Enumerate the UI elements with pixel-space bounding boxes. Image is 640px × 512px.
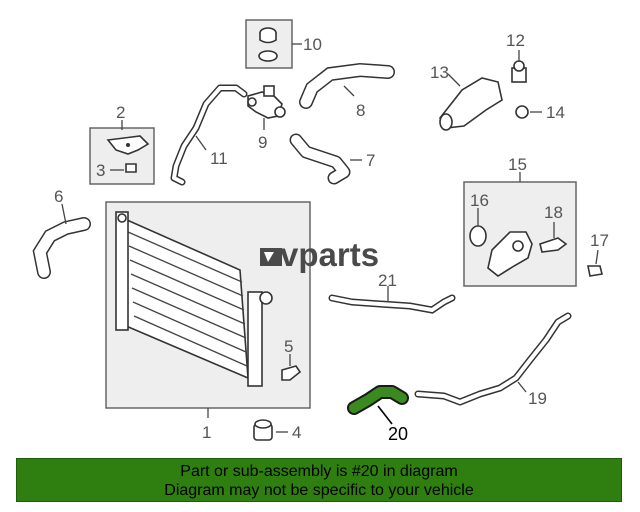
callout-3: 3 <box>96 161 105 180</box>
part-2-bracket[interactable]: 2 3 <box>89 103 155 185</box>
callout-17: 17 <box>590 231 609 250</box>
part-7-hose[interactable]: 7 <box>289 133 375 185</box>
callout-19: 19 <box>528 389 547 408</box>
part-12-sensor[interactable]: 12 <box>506 31 527 83</box>
callout-4: 4 <box>292 423 301 442</box>
part-4-mount[interactable]: 4 <box>253 419 301 442</box>
callout-15: 15 <box>508 155 527 174</box>
part-5-drain-plug[interactable]: 5 <box>281 337 302 381</box>
banner-line-1: Part or sub-assembly is #20 in diagram <box>180 463 458 480</box>
callout-18: 18 <box>544 203 563 222</box>
watermark-logo: vparts <box>260 236 379 273</box>
callout-11: 11 <box>210 149 228 168</box>
callout-8: 8 <box>356 101 365 120</box>
part-8-hose[interactable]: 8 <box>299 62 395 120</box>
part-9-junction[interactable]: 9 <box>247 85 286 152</box>
part-11-thin-hose[interactable]: 11 <box>170 84 248 186</box>
part-6-hose[interactable]: 6 <box>32 187 91 279</box>
callout-12: 12 <box>506 31 525 50</box>
callout-5: 5 <box>284 337 293 356</box>
callout-10: 10 <box>303 35 322 54</box>
callout-2: 2 <box>116 103 125 122</box>
callout-13: 13 <box>430 63 449 82</box>
callout-16: 16 <box>470 191 489 210</box>
part-13-outlet-housing[interactable]: 13 <box>430 63 503 131</box>
callout-6: 6 <box>54 187 63 206</box>
banner-line-2: Diagram may not be specific to your vehi… <box>164 482 474 499</box>
part-15-thermostat-assembly[interactable]: 15 16 18 <box>463 155 577 287</box>
callout-7: 7 <box>366 151 375 170</box>
watermark-brand: vparts <box>280 236 379 273</box>
part-14-bolt[interactable]: 14 <box>515 103 565 122</box>
callout-21: 21 <box>378 271 397 290</box>
callout-14: 14 <box>546 103 565 122</box>
part-20-hose-highlighted[interactable]: 20 <box>347 385 409 444</box>
info-banner: Part or sub-assembly is #20 in diagram D… <box>16 458 622 502</box>
part-17-bolt[interactable]: 17 <box>587 231 609 277</box>
part-10-cap-set[interactable]: 10 <box>245 19 322 69</box>
part-19-pipe[interactable]: 19 <box>414 312 572 408</box>
part-21-pipe[interactable]: 21 <box>328 271 456 314</box>
callout-1: 1 <box>202 423 211 442</box>
part-1-radiator[interactable]: 1 <box>105 201 311 442</box>
callout-20: 20 <box>388 424 408 444</box>
callout-9: 9 <box>258 133 267 152</box>
